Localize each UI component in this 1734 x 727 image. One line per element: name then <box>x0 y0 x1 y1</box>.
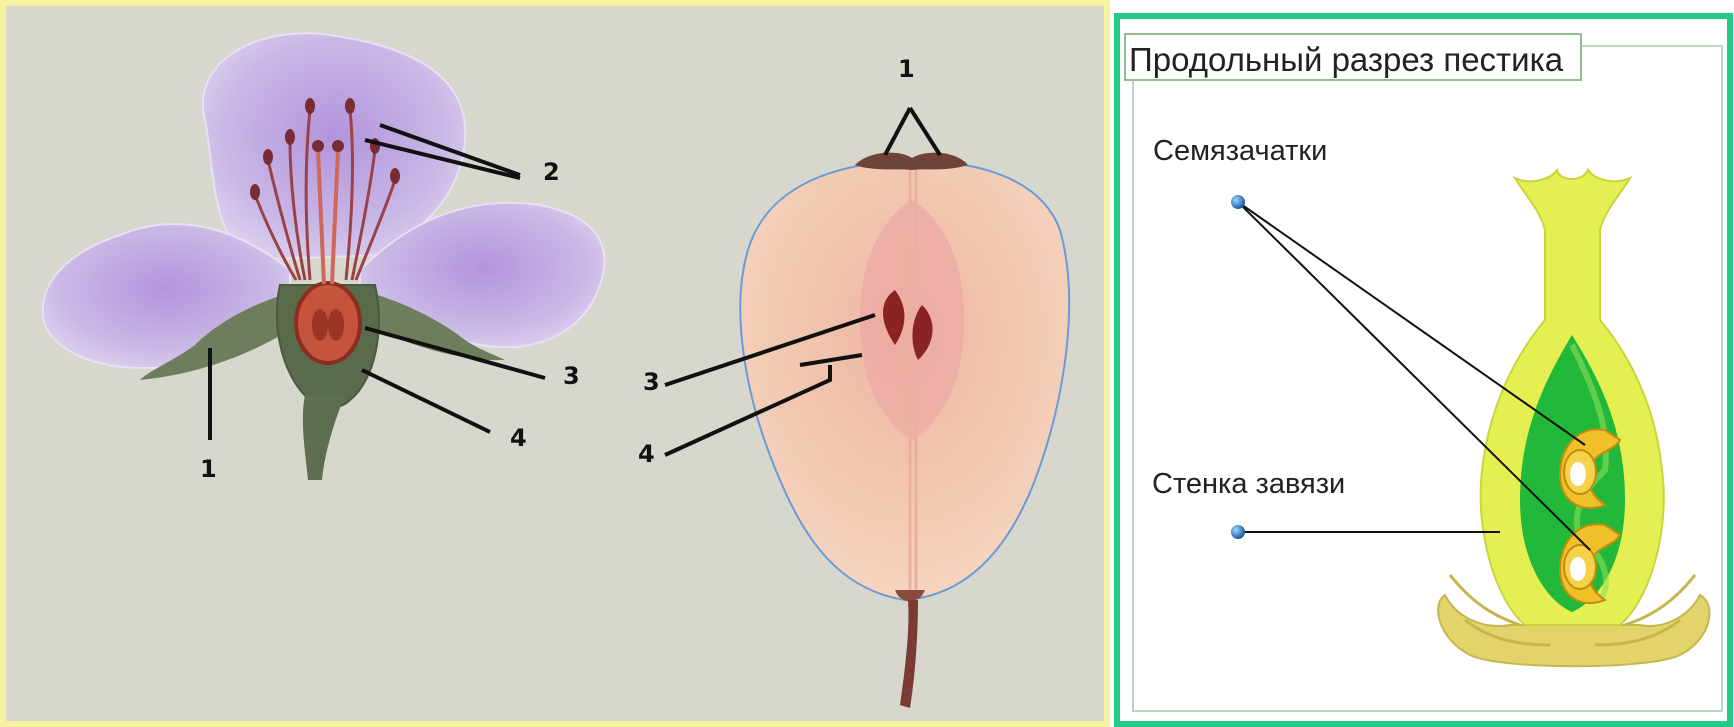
flower-label-1: 1 <box>200 455 217 483</box>
pear-label-3: 3 <box>643 368 660 396</box>
flower-ovule <box>328 309 344 341</box>
ovary-wall-label: Стенка завязи <box>1152 468 1345 500</box>
pear-label-1: 1 <box>898 55 915 83</box>
flower-ovary <box>296 283 360 363</box>
flower-ovule <box>312 309 328 341</box>
diagram-title: Продольный разрез пестика <box>1129 41 1564 78</box>
flower-label-3: 3 <box>563 362 580 390</box>
flower-label-2: 2 <box>543 158 560 186</box>
ovules-label: Семязачатки <box>1153 135 1327 167</box>
ovary-wall-pointer-dot <box>1231 525 1245 539</box>
ovules-pointer-dot <box>1231 195 1245 209</box>
flower-label-4: 4 <box>510 424 527 452</box>
pear-label-4: 4 <box>638 440 655 468</box>
right-panel <box>1117 16 1730 724</box>
